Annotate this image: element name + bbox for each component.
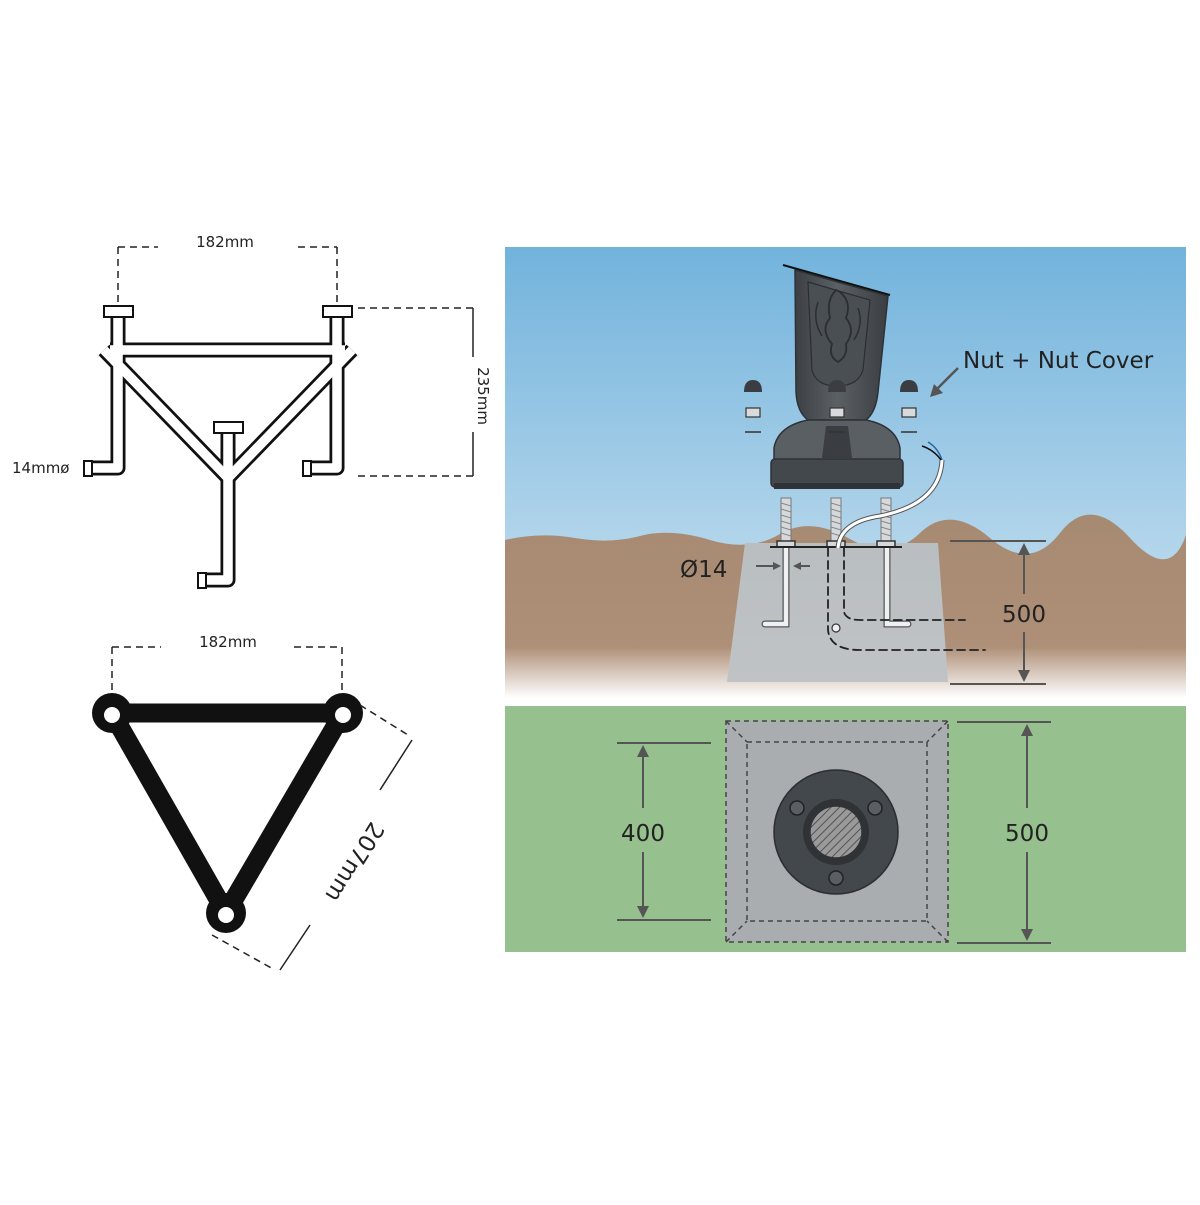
footing-depth-dimension: 500 bbox=[950, 540, 1046, 685]
plan-width-dimension: 400 bbox=[617, 742, 711, 921]
power-cable bbox=[835, 441, 945, 549]
plan-depth-dimension: 500 bbox=[957, 721, 1051, 944]
rod-diameter-label: 14mmø bbox=[12, 459, 70, 477]
plan-depth-label: 500 bbox=[1005, 821, 1049, 847]
elevation-rod-diameter-label: Ø14 bbox=[680, 557, 727, 583]
concrete-footing bbox=[727, 543, 948, 682]
cage-height-label: 235mm bbox=[474, 367, 492, 425]
bolt-heads bbox=[789, 800, 883, 886]
plan-width-label: 400 bbox=[621, 821, 665, 847]
triangle-width-label: 182mm bbox=[199, 633, 257, 651]
plan-footing-inner bbox=[746, 741, 928, 922]
rod-diameter-dimension: Ø14 bbox=[680, 557, 810, 583]
elevation-depth-label: 500 bbox=[1002, 602, 1046, 628]
hatched-core bbox=[809, 805, 863, 859]
threaded-bolts bbox=[770, 497, 902, 548]
bollard-body bbox=[744, 264, 918, 489]
elevation-view: Nut + Nut Cover Ø14 500 bbox=[505, 247, 1186, 698]
triangle-side-label: 207mm bbox=[319, 817, 388, 906]
triangle-plan-drawing: 182mm 207mm bbox=[92, 633, 413, 971]
cage-width-label: 182mm bbox=[196, 233, 254, 251]
plan-view: 400 500 bbox=[505, 706, 1186, 952]
anchor-cage-drawing: 182mm 235mm bbox=[12, 233, 492, 589]
nut-cover-callout: Nut + Nut Cover bbox=[930, 348, 1154, 397]
nut-cover-label: Nut + Nut Cover bbox=[963, 348, 1154, 374]
